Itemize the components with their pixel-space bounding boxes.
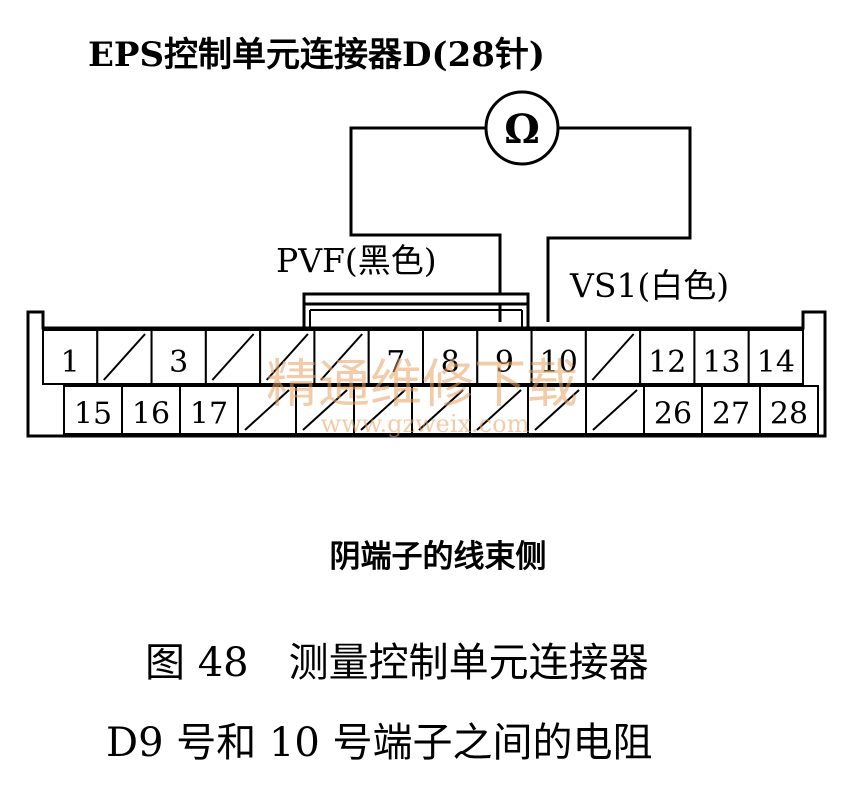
pin-number-label: 7: [386, 345, 405, 380]
pin-15: 15: [63, 385, 123, 435]
blank-slash: [320, 333, 363, 381]
pin-13: 13: [693, 329, 750, 385]
probe-right-label: VS1(白色): [569, 266, 729, 305]
pin-28: 28: [759, 385, 819, 435]
pin-26: 26: [643, 385, 703, 435]
pin-3: 3: [150, 329, 207, 385]
watermark-text: 精通维修下载: [266, 355, 578, 415]
pin-number-label: 10: [540, 345, 578, 380]
pin-number-label: 14: [757, 345, 795, 380]
pin-9: 9: [476, 329, 533, 385]
blank-slash: [418, 389, 464, 431]
pin-number-label: 26: [654, 396, 692, 431]
pin-12: 12: [639, 329, 696, 385]
blank-slash: [211, 333, 255, 381]
blank-pin-cavity: [204, 329, 262, 385]
pin-7: 7: [367, 329, 425, 385]
blank-pin-cavity: [353, 385, 413, 435]
pin-number-label: 8: [441, 345, 460, 380]
blank-slash: [360, 389, 406, 431]
pin-number-label: 13: [702, 345, 740, 380]
connector-title: EPS控制单元连接器D(28针): [88, 35, 545, 75]
pin-number-label: 3: [169, 345, 188, 380]
blank-slash: [592, 389, 638, 431]
figure-caption-line2: D9 号和 10 号端子之间的电阻: [106, 720, 653, 766]
view-caption: 阴端子的线束侧: [330, 539, 547, 575]
blank-pin-cavity: [584, 329, 642, 385]
pin-10: 10: [530, 329, 587, 385]
pin-number-label: 9: [495, 345, 514, 380]
pin-number-label: 12: [648, 345, 686, 380]
probe-left-label: PVF(黑色): [276, 241, 437, 280]
pin-1: 1: [42, 329, 99, 385]
right-test-lead: [546, 126, 692, 322]
blank-slash: [265, 333, 309, 381]
test-leads: [349, 126, 692, 322]
blank-slash: [103, 333, 146, 381]
blank-slash: [302, 389, 348, 431]
pin-8: 8: [422, 329, 479, 385]
blank-slash: [476, 389, 522, 431]
blank-pin-cavity: [96, 329, 153, 385]
blank-pin-cavity: [411, 385, 471, 435]
pin-number-label: 28: [770, 396, 808, 431]
ohm-symbol: Ω: [504, 106, 540, 153]
blank-pin-cavity: [259, 329, 316, 385]
pin-16: 16: [121, 385, 181, 435]
pin-number-label: 17: [190, 396, 228, 431]
pin-number-label: 27: [712, 396, 750, 431]
blank-pin-cavity: [295, 385, 355, 435]
blank-pin-cavity: [237, 385, 297, 435]
pin-row-bottom: 15 16 17 26 27 28: [63, 385, 819, 435]
connector-lock: [302, 292, 530, 306]
pin-27: 27: [701, 385, 761, 435]
blank-slash: [534, 389, 580, 431]
pin-14: 14: [747, 329, 805, 385]
watermark-url: www.gzweix.com: [321, 410, 530, 438]
blank-slash: [591, 333, 635, 381]
figure-caption-line1: 图 48 测量控制单元连接器: [145, 640, 649, 686]
blank-slash: [244, 389, 290, 431]
ohmmeter: Ω: [484, 90, 560, 166]
left-test-lead: [349, 126, 502, 322]
blank-pin-cavity: [585, 385, 645, 435]
pin-number-label: 15: [74, 396, 112, 431]
pin-number-label: 16: [132, 396, 170, 431]
pin-number-label: 1: [61, 345, 80, 380]
pin-17: 17: [179, 385, 239, 435]
